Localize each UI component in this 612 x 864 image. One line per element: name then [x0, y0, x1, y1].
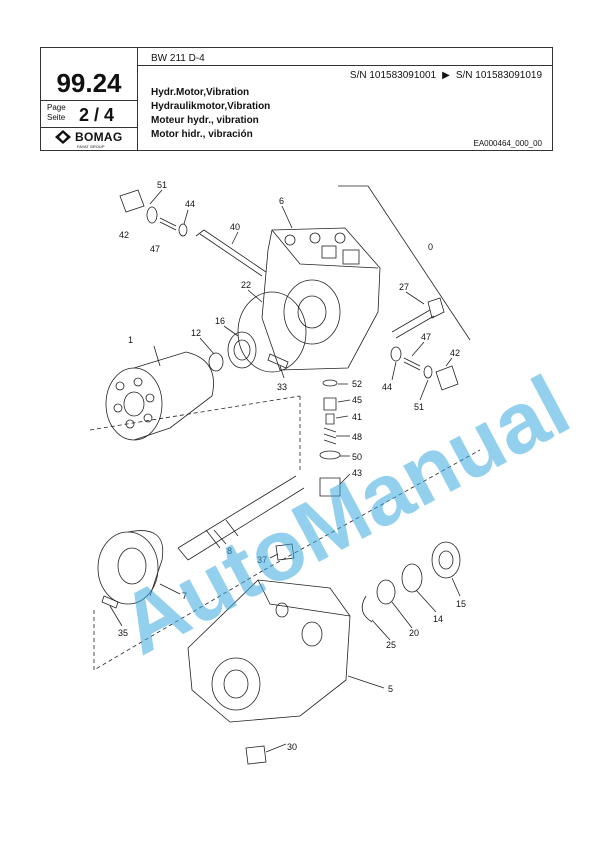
callout: 42: [119, 230, 129, 240]
callout: 33: [277, 382, 287, 392]
title-de: Hydraulikmotor,Vibration: [151, 101, 271, 112]
brand-name: BOMAG: [75, 130, 123, 144]
callout-labels: 51 44 42 47 40 6 0 22 27 12 16 47 42 1 3…: [118, 180, 466, 752]
callout: 47: [421, 332, 431, 342]
section-code: 99.24: [56, 68, 122, 98]
callout: 20: [409, 628, 419, 638]
exploded-parts-diagram: 51 44 42 47 40 6 0 22 27 12 16 47 42 1 3…: [89, 180, 585, 765]
callout: 30: [287, 742, 297, 752]
callout: 16: [215, 316, 225, 326]
callout: 35: [118, 628, 128, 638]
callout: 27: [399, 282, 409, 292]
callout: 45: [352, 395, 362, 405]
callout: 1: [128, 335, 133, 345]
bomag-logo: BOMAG FAYAT GROUP: [55, 130, 123, 149]
header-rule: [137, 65, 552, 66]
callout: 48: [352, 432, 362, 442]
callout: 51: [157, 180, 167, 190]
callout: 25: [386, 640, 396, 650]
callout: 22: [241, 280, 251, 290]
housing-part-6: [261, 227, 381, 371]
part-titles: Hydr.Motor,Vibration Hydraulikmotor,Vibr…: [151, 86, 270, 142]
watermark-text: AutoManual: [105, 358, 585, 674]
callout: 50: [352, 452, 362, 462]
callout: 47: [150, 244, 160, 254]
callout: 44: [382, 382, 392, 392]
title-fr: Moteur hydr., vibration: [151, 115, 259, 126]
callout: 0: [428, 242, 433, 252]
document-reference: EA000464_000_00: [473, 139, 542, 148]
model-name: BW 211 D-4: [151, 53, 205, 64]
callout: 42: [450, 348, 460, 358]
callout: 37: [257, 555, 267, 565]
callout: 7: [182, 591, 187, 601]
page-label: Page: [47, 103, 66, 112]
serial-from: S/N 101583091001: [349, 70, 437, 81]
header-rule: [41, 100, 137, 101]
serial-arrow-icon: ▶: [442, 70, 450, 81]
callout: 8: [227, 546, 232, 556]
header-divider: [137, 48, 138, 150]
callout: 5: [388, 684, 393, 694]
cylinder-block-part-1: [105, 351, 214, 441]
header-block: 99.24 Page Seite 2 / 4 BOMAG FAYAT GROUP…: [40, 47, 553, 151]
motor-housing-part-5: [187, 579, 351, 723]
title-es: Motor hidr., vibración: [151, 129, 253, 140]
callout: 12: [191, 328, 201, 338]
header-rule: [41, 127, 137, 128]
callout: 6: [279, 196, 284, 206]
serial-to: S/N 101583091019: [455, 70, 542, 81]
page-number: 2 / 4: [79, 105, 115, 125]
title-en: Hydr.Motor,Vibration: [151, 87, 250, 98]
callout: 15: [456, 599, 466, 609]
callout: 41: [352, 412, 362, 422]
bomag-diamond-icon: [55, 130, 71, 144]
seite-label: Seite: [47, 113, 66, 122]
brand-subtitle: FAYAT GROUP: [77, 144, 105, 149]
callout: 51: [414, 402, 424, 412]
callout: 40: [230, 222, 240, 232]
callout: 44: [185, 199, 195, 209]
serial-range: S/N 101583091001 ▶ S/N 101583091019: [350, 70, 542, 81]
callout: 43: [352, 468, 362, 478]
callout: 14: [433, 614, 443, 624]
callout: 52: [352, 379, 362, 389]
